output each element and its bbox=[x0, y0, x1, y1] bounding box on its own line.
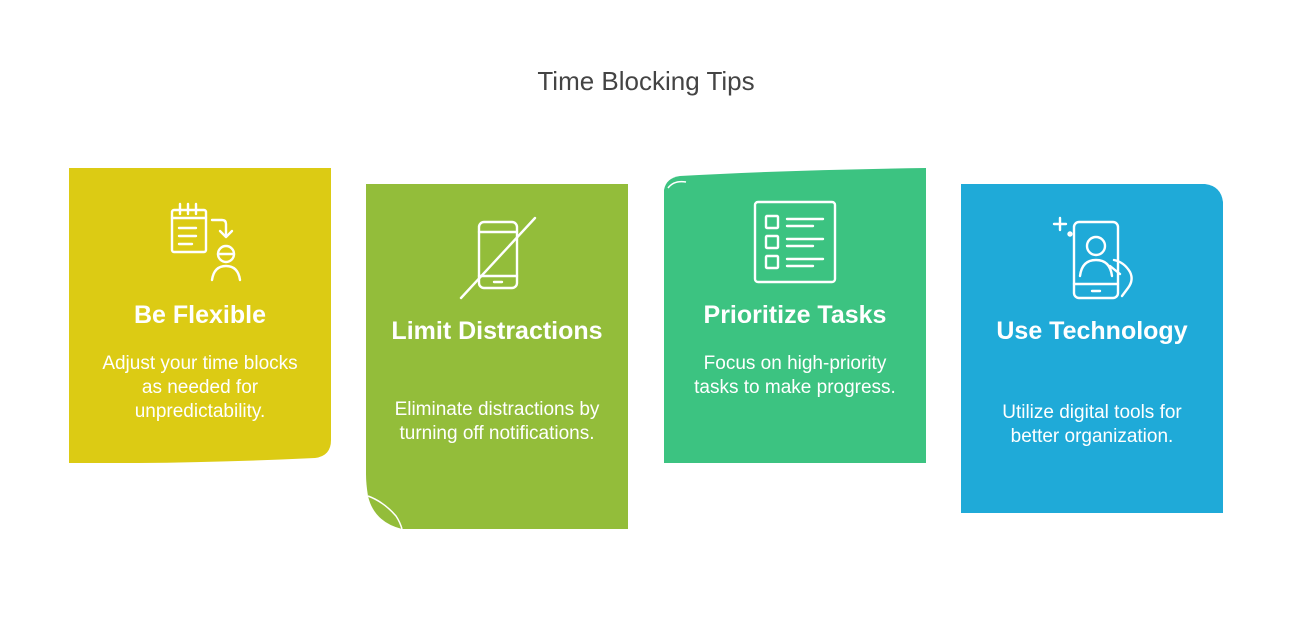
tip-card-be-flexible: Be Flexible Adjust your time blocks as n… bbox=[69, 168, 331, 463]
phone-off-icon bbox=[366, 212, 628, 308]
tip-card-prioritize-tasks: Prioritize Tasks Focus on high-priority … bbox=[664, 168, 926, 463]
smartphone-user-icon bbox=[961, 212, 1223, 308]
card-background bbox=[961, 184, 1223, 513]
card-heading: Prioritize Tasks bbox=[703, 301, 887, 329]
card-description: Adjust your time blocks as needed for un… bbox=[102, 353, 298, 422]
card-description: Focus on high-priority tasks to make pro… bbox=[694, 353, 896, 398]
calendar-person-icon bbox=[69, 198, 331, 294]
card-heading: Limit Distractions bbox=[391, 317, 603, 345]
card-heading: Be Flexible bbox=[134, 301, 266, 329]
tip-card-limit-distractions: Limit Distractions Eliminate distraction… bbox=[366, 184, 628, 529]
tip-card-use-technology: Use Technology Utilize digital tools for… bbox=[961, 184, 1223, 513]
card-background bbox=[664, 168, 926, 463]
card-background bbox=[366, 184, 628, 529]
card-heading: Use Technology bbox=[996, 317, 1188, 345]
card-description: Utilize digital tools for better organiz… bbox=[1002, 402, 1182, 447]
card-description: Eliminate distractions by turning off no… bbox=[394, 399, 600, 444]
checklist-icon bbox=[664, 194, 926, 290]
page-title: Time Blocking Tips bbox=[537, 66, 755, 96]
card-background bbox=[69, 168, 331, 463]
